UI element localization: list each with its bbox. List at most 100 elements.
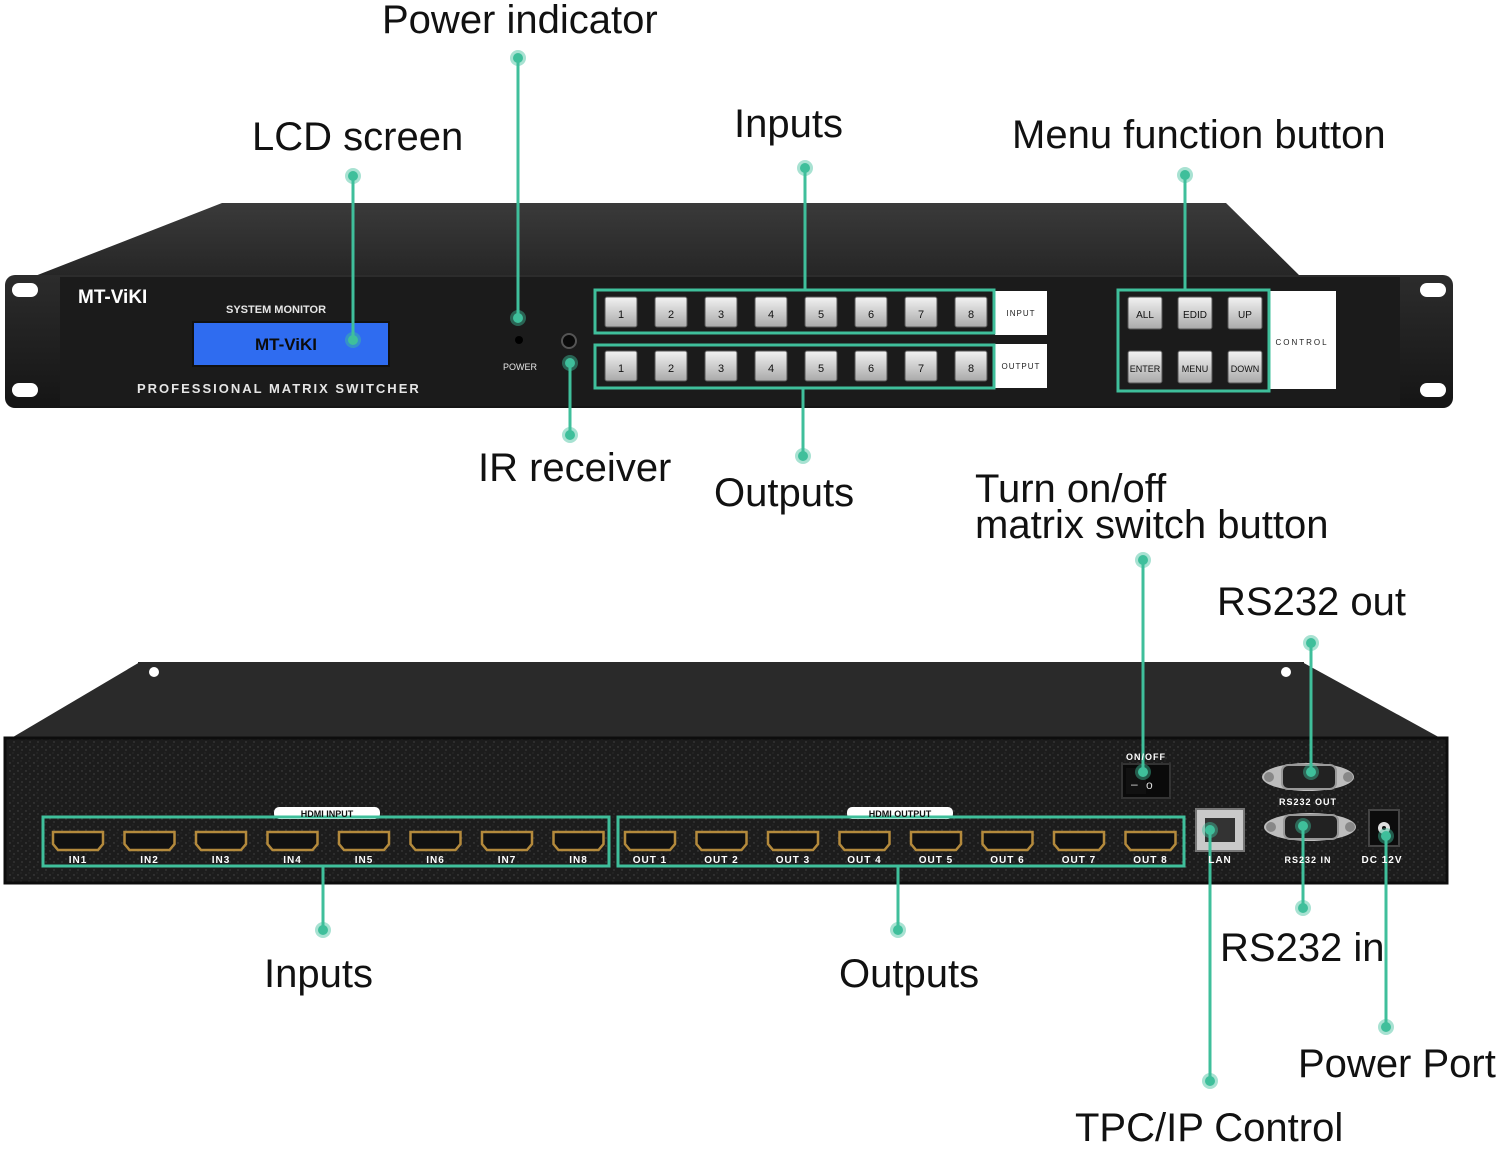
hdmi-input-label: IN4	[283, 855, 302, 866]
leader-power-port-dot	[1381, 831, 1391, 841]
rack-hole	[12, 283, 38, 297]
leader-rs232-out-dot	[1306, 767, 1316, 777]
front-chassis-top	[35, 203, 1300, 276]
control-button-label: ALL	[1136, 310, 1154, 321]
output-button-8[interactable]	[954, 350, 988, 382]
input-button-4[interactable]	[754, 296, 788, 328]
rear-chassis-top	[8, 662, 1444, 740]
output-label-tab	[995, 344, 1047, 388]
output-button-label: 4	[768, 363, 774, 375]
leader-tcp-ip-control-dot	[1205, 1076, 1215, 1086]
input-button-label: 3	[718, 309, 724, 321]
hdmi-input-label: IN2	[140, 855, 159, 866]
system-monitor-label: SYSTEM MONITOR	[226, 304, 326, 316]
input-button-label: 5	[818, 309, 824, 321]
hdmi-output-label: OUT 7	[1062, 855, 1096, 866]
rs232-in-label: RS232 IN	[1284, 855, 1331, 865]
callout-rs232-in: RS232 in	[1220, 926, 1385, 970]
rear-inputs-highlight	[41, 815, 611, 868]
hdmi-output-port	[981, 830, 1034, 852]
ir-receiver	[561, 333, 577, 349]
lan-port	[1195, 808, 1245, 852]
hdmi-output-port	[1124, 830, 1177, 852]
lcd-text: MT-ViKI	[255, 335, 317, 354]
hdmi-output-label: OUT 1	[633, 855, 667, 866]
leader-ir-receiver-dot	[565, 358, 575, 368]
callout-outputs-front: Outputs	[714, 471, 855, 515]
rs232-out-port	[1262, 763, 1354, 791]
inputs-highlight	[593, 288, 996, 335]
input-button-2[interactable]	[654, 296, 688, 328]
input-button-label: 6	[868, 309, 874, 321]
control-button-enter[interactable]	[1127, 350, 1163, 384]
input-button-1[interactable]	[604, 296, 638, 328]
output-button-4[interactable]	[754, 350, 788, 382]
output-button-label: 5	[818, 363, 824, 375]
hdmi-input-port	[552, 830, 605, 852]
input-button-5[interactable]	[804, 296, 838, 328]
hdmi-output-label-text: HDMI OUTPUT	[869, 809, 932, 819]
dc-label: DC 12V	[1361, 855, 1402, 866]
output-button-5[interactable]	[804, 350, 838, 382]
hdmi-input-port	[194, 830, 248, 852]
output-button-label: 3	[718, 363, 724, 375]
control-button-label: MENU	[1182, 364, 1209, 374]
control-button-edid[interactable]	[1177, 296, 1213, 330]
leader-menu-function-button-dot	[1180, 170, 1190, 180]
output-button-2[interactable]	[654, 350, 688, 382]
hdmi-input-label: IN5	[355, 855, 374, 866]
lan-label: LAN	[1208, 855, 1232, 866]
callout-menu-function-button: Menu function button	[1012, 113, 1386, 157]
leader-inputs-front-dot	[800, 163, 810, 173]
svg-text:–: –	[1131, 777, 1138, 791]
hdmi-output-port	[695, 830, 748, 852]
callout-ir-receiver: IR receiver	[478, 446, 672, 490]
lcd-screen	[192, 321, 390, 367]
leader-rs232-in-dot	[1298, 821, 1308, 831]
rear-panel: – o	[3, 662, 1449, 885]
input-button-8[interactable]	[954, 296, 988, 328]
control-label: CONTROL	[1275, 338, 1328, 347]
control-button-all[interactable]	[1127, 296, 1163, 330]
hdmi-input-label-text: HDMI INPUT	[301, 809, 354, 819]
rear-outputs-highlight	[616, 815, 1186, 868]
control-button-label: ENTER	[1130, 364, 1161, 374]
hdmi-output-label: OUT 8	[1133, 855, 1167, 866]
output-button-label: 7	[918, 363, 924, 375]
input-label-tab	[995, 291, 1047, 335]
hdmi-input-label: IN6	[426, 855, 445, 866]
hdmi-input-label: IN3	[212, 855, 231, 866]
callout-turn-on-off-line1: Turn on/off	[975, 467, 1167, 511]
hdmi-output-port	[838, 830, 891, 852]
tagline: PROFESSIONAL MATRIX SWITCHER	[137, 381, 421, 396]
callout-inputs-rear: Inputs	[264, 952, 373, 996]
control-button-label: UP	[1238, 310, 1252, 321]
input-button-label: 2	[668, 309, 674, 321]
input-label: INPUT	[1007, 309, 1036, 318]
output-button-1[interactable]	[604, 350, 638, 382]
rs232-in-port	[1264, 813, 1356, 841]
output-button-6[interactable]	[854, 350, 888, 382]
input-button-3[interactable]	[704, 296, 738, 328]
input-button-label: 8	[968, 309, 974, 321]
hdmi-input-port	[51, 830, 105, 852]
control-button-up[interactable]	[1227, 296, 1263, 330]
leader-power-port-dot	[1381, 1022, 1391, 1032]
output-button-3[interactable]	[704, 350, 738, 382]
output-button-label: 6	[868, 363, 874, 375]
control-button-menu[interactable]	[1177, 350, 1213, 384]
leader-on-off-switch-dot	[1138, 767, 1148, 777]
hdmi-output-label: OUT 6	[990, 855, 1024, 866]
hdmi-input-port	[337, 830, 391, 852]
hdmi-output-label: OUT 2	[704, 855, 738, 866]
callout-turn-on-off-line2: matrix switch button	[975, 503, 1329, 547]
hdmi-output-port	[623, 830, 677, 852]
leader-lcd-screen-dot	[348, 335, 358, 345]
input-button-7[interactable]	[904, 296, 938, 328]
output-button-7[interactable]	[904, 350, 938, 382]
control-button-down[interactable]	[1227, 350, 1263, 384]
input-button-6[interactable]	[854, 296, 888, 328]
input-button-label: 7	[918, 309, 924, 321]
outputs-highlight	[593, 343, 996, 390]
input-button-label: 4	[768, 309, 774, 321]
